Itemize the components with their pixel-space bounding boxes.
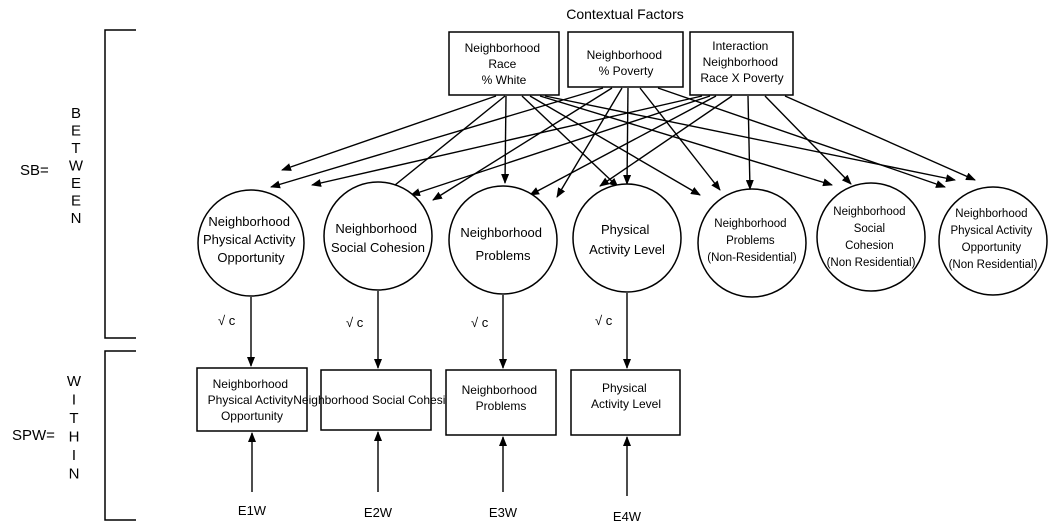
path-arrow bbox=[270, 87, 604, 189]
factor-interaction: Interaction Neighborhood Race X Poverty bbox=[689, 31, 794, 96]
path-arrow bbox=[623, 87, 632, 185]
path-arrow bbox=[410, 95, 711, 196]
path-arrow bbox=[311, 95, 703, 187]
stacked-letter: H bbox=[69, 429, 80, 446]
path-arrow bbox=[639, 87, 721, 191]
observed-social-cohesion: Neighborhood Social Cohesion bbox=[293, 369, 459, 431]
between-level-label: SB= bbox=[20, 162, 49, 179]
observed-problems: Neighborhood Problems bbox=[445, 369, 557, 436]
error-term-label: E3W bbox=[489, 505, 518, 520]
factor-race: Neighborhood Race % White bbox=[448, 31, 560, 96]
path-arrow bbox=[281, 95, 497, 171]
observed-pa-level: Physical Activity Level bbox=[570, 369, 681, 436]
contextual-factors: Neighborhood Race % White Neighborhood %… bbox=[448, 31, 794, 96]
latent-social-cohesion-nonres: Neighborhood Social Cohesion (Non Reside… bbox=[816, 182, 926, 292]
stacked-letter: T bbox=[69, 410, 78, 427]
factor-poverty: Neighborhood % Poverty bbox=[567, 31, 684, 88]
stacked-letter: N bbox=[71, 210, 82, 227]
path-arrow bbox=[432, 87, 613, 201]
path-arrow bbox=[784, 95, 976, 181]
within-level-label: SPW= bbox=[12, 427, 55, 444]
path-arrow bbox=[521, 95, 619, 188]
svg-text:Interaction Neighborho: Interaction Neighborhood Race X Poverty bbox=[700, 39, 783, 85]
svg-text:Neighborhood Problems: Neighborhood Problems bbox=[460, 225, 545, 263]
between-constructs: Neighborhood Physical Activity Opportuni… bbox=[197, 181, 1048, 298]
path-arrow bbox=[529, 95, 701, 196]
path-arrow bbox=[657, 87, 946, 188]
root-c-label: √ c bbox=[218, 313, 236, 328]
path-arrow bbox=[544, 95, 956, 183]
stacked-letter: E bbox=[71, 193, 81, 210]
latent-social-cohesion: Neighborhood Social Cohesion bbox=[323, 181, 433, 291]
stacked-letter: E bbox=[71, 123, 81, 140]
svg-text:Neighborhood Social Cohesion: Neighborhood Social Cohesion bbox=[293, 393, 458, 407]
stacked-letter: E bbox=[71, 175, 81, 192]
svg-text:Neighborhood Problems: Neighborhood Problems (Non-Residential) bbox=[707, 218, 797, 264]
latent-pa-opportunity: Neighborhood Physical Activity Opportuni… bbox=[197, 189, 305, 297]
stacked-letter: W bbox=[67, 373, 82, 390]
stacked-letter: B bbox=[71, 105, 81, 122]
path-arrow bbox=[556, 87, 623, 198]
error-term-label: E2W bbox=[364, 505, 393, 520]
root-c-labels: √ c √ c √ c √ c bbox=[218, 313, 613, 330]
stacked-letter: W bbox=[69, 158, 84, 175]
diagram-title: Contextual Factors bbox=[566, 6, 684, 22]
path-arrow bbox=[764, 95, 852, 185]
path-arrow bbox=[529, 95, 717, 196]
path-arrow bbox=[378, 95, 506, 199]
latent-pa-level: Physical Activity Level bbox=[572, 183, 682, 293]
svg-text:Neighborhood Social: Neighborhood Social Cohesion (Non Reside… bbox=[827, 206, 916, 269]
root-c-label: √ c bbox=[595, 313, 613, 328]
within-constructs: Neighborhood Physical Activity Opportuni… bbox=[196, 367, 681, 436]
stacked-letter: I bbox=[72, 392, 76, 409]
path-arrow bbox=[599, 95, 733, 187]
path-arrow bbox=[745, 95, 754, 190]
svg-text:Neighborhood Physical: Neighborhood Physical Activity Opportuni… bbox=[208, 377, 297, 423]
svg-text:Neighborhood Problems: Neighborhood Problems bbox=[462, 383, 541, 413]
root-c-label: √ c bbox=[346, 315, 364, 330]
stacked-letter: N bbox=[69, 466, 80, 483]
path-arrow bbox=[539, 95, 833, 187]
svg-text:Neighborhood Social Co: Neighborhood Social Cohesion bbox=[331, 221, 425, 255]
svg-text:Neighborhood Physical: Neighborhood Physical Activity Opportuni… bbox=[949, 208, 1038, 271]
latent-problems: Neighborhood Problems bbox=[448, 185, 558, 295]
svg-text:Neighborhood Race: Neighborhood Race % White bbox=[465, 41, 544, 87]
error-term-label: E4W bbox=[613, 509, 642, 524]
svg-text:Physical Activity Leve: Physical Activity Level bbox=[589, 222, 665, 257]
svg-text:Physical Activity Leve: Physical Activity Level bbox=[591, 381, 661, 411]
latent-problems-nonres: Neighborhood Problems (Non-Residential) bbox=[697, 188, 807, 298]
svg-text:Neighborhood % Poverty: Neighborhood % Poverty bbox=[587, 48, 666, 78]
stacked-letter: I bbox=[72, 447, 76, 464]
error-term-label: E1W bbox=[238, 503, 267, 518]
between-bracket bbox=[104, 29, 136, 339]
observed-pa-opportunity: Neighborhood Physical Activity Opportuni… bbox=[196, 367, 308, 432]
stacked-letter: T bbox=[71, 140, 80, 157]
error-terms: E1W E2W E3W E4W bbox=[238, 503, 642, 524]
path-arrow bbox=[501, 95, 510, 184]
within-bracket bbox=[104, 350, 136, 521]
root-c-label: √ c bbox=[471, 315, 489, 330]
svg-text:Neighborhood Physical: Neighborhood Physical Activity Opportuni… bbox=[203, 214, 299, 265]
latent-pa-opportunity-nonres: Neighborhood Physical Activity Opportuni… bbox=[938, 186, 1048, 296]
path-arrows bbox=[247, 87, 976, 496]
